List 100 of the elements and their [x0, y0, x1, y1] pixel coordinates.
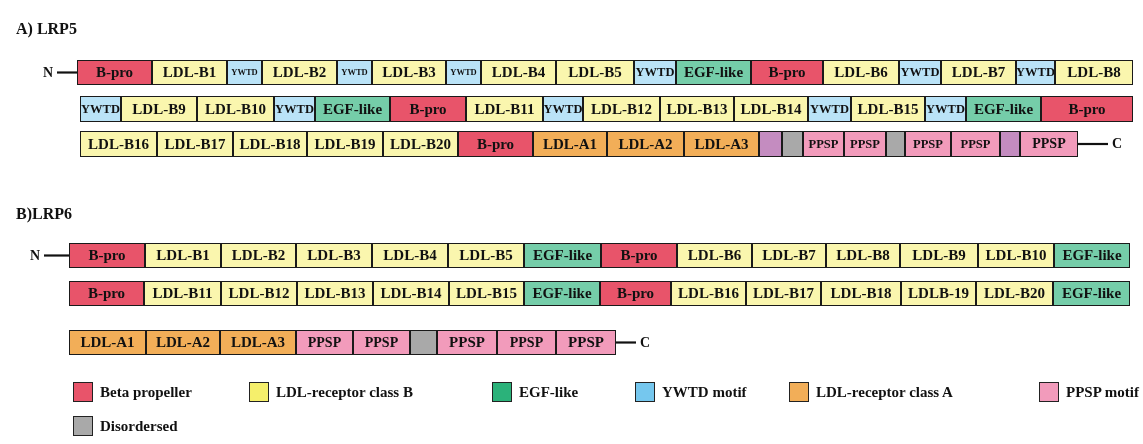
domain-label: LDL-B12	[228, 286, 290, 301]
domain-box	[296, 330, 353, 355]
domain-label: LDL-A3	[694, 136, 749, 152]
domain-label: PPSP	[449, 335, 485, 350]
domain-label: B-pro	[620, 248, 658, 263]
domain-box	[978, 243, 1054, 268]
domain-box	[524, 281, 600, 306]
domain-label: LDL-B5	[459, 248, 513, 263]
domain-label: YWTD	[450, 68, 477, 77]
domain-box	[220, 330, 296, 355]
domain-label: LDL-B14	[380, 286, 442, 301]
legend-label: PPSP motif	[1066, 383, 1139, 402]
domain-box	[844, 131, 886, 157]
domain-label: EGF-like	[532, 286, 592, 301]
domain-box	[233, 131, 307, 157]
domain-label: PPSP	[808, 137, 839, 151]
domain-box	[746, 281, 821, 306]
domain-label: LDL-B17	[164, 136, 226, 152]
domain-box	[197, 96, 274, 122]
domain-label: LDL-B16	[678, 286, 739, 301]
domain-box	[1000, 131, 1020, 157]
domain-box	[466, 96, 543, 122]
domain-box	[601, 243, 677, 268]
domain-label: LDL-B6	[687, 248, 742, 263]
domain-box	[372, 60, 446, 85]
domain-label: YWTD	[1017, 66, 1054, 79]
domain-label: B-pro	[476, 136, 515, 152]
domain-label: LDL-B1	[162, 65, 217, 80]
domain-label: PPSP	[307, 335, 342, 350]
domain-label: B-pro	[88, 248, 126, 263]
domain-label: LDL-B17	[753, 286, 814, 301]
domain-box	[449, 281, 524, 306]
panel-heading: B)LRP6	[16, 205, 72, 223]
domain-box	[677, 243, 752, 268]
domain-label: B-pro	[768, 65, 806, 80]
domain-box	[886, 131, 905, 157]
domain-box	[752, 243, 826, 268]
domain-box	[383, 131, 458, 157]
domain-label: LDL-A3	[230, 335, 286, 350]
domain-box	[497, 330, 556, 355]
domain-label: YWTD	[81, 102, 120, 116]
domain-box	[821, 281, 901, 306]
domain-label: PPSP	[960, 137, 991, 151]
domain-box	[373, 281, 449, 306]
domain-label: EGF-like	[322, 101, 383, 117]
domain-box	[900, 243, 978, 268]
terminus-label: C	[1110, 131, 1124, 157]
domain-box	[146, 330, 220, 355]
domain-box	[533, 131, 607, 157]
domain-box	[446, 60, 481, 85]
domain-label: YWTD	[341, 68, 368, 77]
domain-box	[823, 60, 899, 85]
terminus-label: N	[41, 60, 55, 85]
domain-label: LDL-B2	[231, 248, 286, 263]
domain-box	[905, 131, 951, 157]
domain-box	[152, 60, 227, 85]
domain-label: LDL-B12	[591, 101, 652, 117]
domain-box	[782, 131, 803, 157]
domain-box	[660, 96, 734, 122]
domain-box	[145, 243, 221, 268]
domain-label: B-pro	[87, 286, 126, 301]
legend-label: LDL-receptor class B	[276, 383, 413, 402]
domain-label: LDLB-19	[908, 286, 969, 301]
domain-box	[751, 60, 823, 85]
domain-label: LDL-B11	[474, 101, 535, 117]
domain-box	[684, 131, 759, 157]
domain-box	[1054, 243, 1130, 268]
legend-label: Disordersed	[100, 417, 178, 436]
domain-label: LDL-B4	[491, 65, 546, 80]
domain-label: EGF-like	[683, 65, 744, 80]
domain-label: LDL-B15	[857, 101, 919, 117]
domain-box	[448, 243, 524, 268]
legend-label: EGF-like	[519, 383, 579, 402]
domain-label: LDL-B15	[456, 286, 517, 301]
domain-box	[221, 281, 297, 306]
domain-label: YWTD	[926, 102, 965, 116]
domain-label: LDL-B2	[272, 65, 327, 80]
terminus-label: N	[28, 243, 42, 268]
domain-label: EGF-like	[1061, 286, 1122, 301]
domain-label: LDL-B1	[156, 248, 210, 263]
domain-label: YWTD	[275, 102, 314, 116]
legend-label: YWTD motif	[662, 383, 747, 402]
domain-box	[976, 281, 1053, 306]
domain-box	[221, 243, 296, 268]
domain-box	[803, 131, 844, 157]
domain-box	[556, 60, 634, 85]
domain-box	[901, 281, 976, 306]
domain-box	[583, 96, 660, 122]
domain-box	[925, 96, 966, 122]
domain-box	[543, 96, 583, 122]
domain-label: LDL-B3	[307, 248, 361, 263]
domain-label: YWTD	[635, 66, 675, 79]
domain-label: B-pro	[1068, 101, 1106, 117]
domain-box	[941, 60, 1016, 85]
connector-line	[616, 341, 636, 344]
domain-box	[69, 243, 145, 268]
domain-box	[759, 131, 782, 157]
domain-box	[634, 60, 676, 85]
domain-box	[121, 96, 197, 122]
domain-label: EGF-like	[973, 101, 1034, 117]
